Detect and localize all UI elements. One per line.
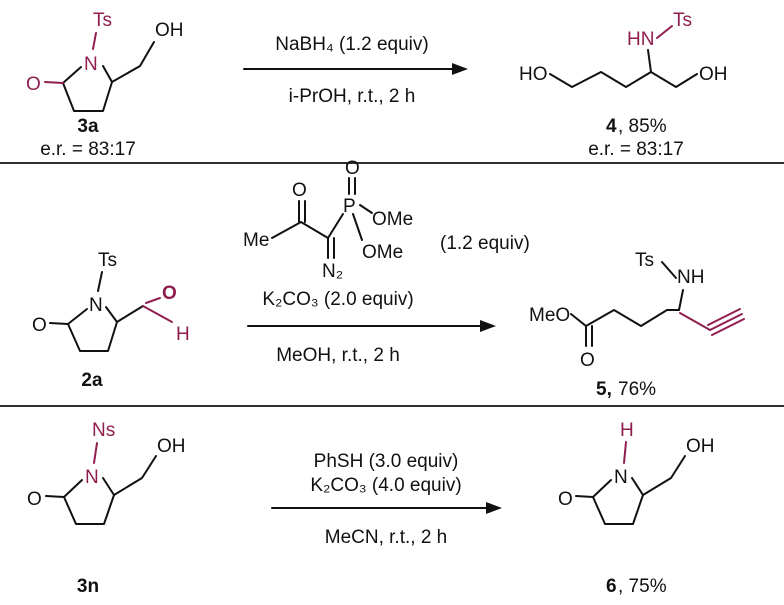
carbonyl-oxygen-2a: O [32,315,47,336]
compound-id-5: 5, [596,379,612,400]
reagent-bestmann-ohira: O Me N₂ P O OMe OMe (1.2 equiv) [243,158,530,282]
carbonyl-oxygen-3n: O [27,489,42,510]
compound-id-6: 6 [606,576,617,597]
condition-1-1: NaBH₄ (1.2 equiv) [275,34,428,55]
phosphorus-label: P [343,196,356,217]
methoxy-label-5: MeO [529,305,570,326]
yield-4: , 85% [618,116,667,137]
hydroxyl-label: OH [155,20,184,41]
hydroxyl-right-label: OH [699,64,728,85]
compound-3n: Ns N O OH 3n [27,420,186,597]
aldehyde-oxygen-label: O [162,283,177,304]
ketone-oxygen-label: O [292,180,307,201]
phosphoryl-oxygen-label: O [345,158,360,179]
yield-6: , 75% [618,576,667,597]
compound-5: Ts NH MeO O 5, 76% [529,250,745,400]
tosyl-label: Ts [93,10,112,31]
methoxy-2-label: OMe [362,242,403,263]
carbonyl-oxygen-6: O [558,489,573,510]
er-3a: e.r. = 83:17 [40,139,136,160]
yield-5: 76% [618,379,656,400]
condition-3-2: K₂CO₃ (4.0 equiv) [310,475,461,496]
methoxy-1-label: OMe [372,209,413,230]
compound-3a: Ts N O OH 3a e.r. = 83:17 [26,10,184,160]
reagent-amount: (1.2 equiv) [440,233,530,254]
hydroxyl-label-6: OH [686,436,715,457]
ester-oxygen-label: O [580,350,595,371]
methyl-label: Me [243,230,269,251]
nh-hydrogen-label: H [620,420,634,441]
nitrogen-label-3n: N [85,467,99,488]
diazo-label: N₂ [322,261,343,282]
compound-id-3a: 3a [77,116,99,137]
tosyl-label-5: Ts [635,250,654,271]
nitrogen-label-2a: N [89,295,103,316]
carbonyl-oxygen-label: O [26,74,41,95]
condition-1-2: i-PrOH, r.t., 2 h [289,86,416,107]
hydroxyl-left-label: HO [519,64,548,85]
condition-3-3: MeCN, r.t., 2 h [325,527,447,548]
hydroxyl-label-3n: OH [157,436,186,457]
amine-label-5: NH [677,267,704,288]
reaction-3-arrow: PhSH (3.0 equiv) K₂CO₃ (4.0 equiv) MeCN,… [271,451,502,548]
compound-id-4: 4 [606,116,617,137]
condition-2-2: MeOH, r.t., 2 h [276,345,400,366]
amine-label: HN [627,29,654,50]
aldehyde-hydrogen-label: H [176,324,190,345]
er-4: e.r. = 83:17 [588,139,684,160]
compound-4: HO HN Ts OH 4 , 85% e.r. = 83:17 [519,10,728,160]
tosyl-label-4: Ts [673,10,692,31]
nosyl-label: Ns [92,420,115,441]
compound-id-2a: 2a [81,370,103,391]
compound-6: H N O OH 6 , 75% [558,420,715,597]
compound-id-3n: 3n [77,576,99,597]
reaction-2-arrow: K₂CO₃ (2.0 equiv) MeOH, r.t., 2 h [247,289,496,366]
tosyl-label-2a: Ts [98,250,117,271]
reaction-1-arrow: NaBH₄ (1.2 equiv) i-PrOH, r.t., 2 h [243,34,468,107]
nitrogen-label-6: N [614,467,628,488]
condition-2-1: K₂CO₃ (2.0 equiv) [262,289,413,310]
nitrogen-label: N [84,54,98,75]
condition-3-1: PhSH (3.0 equiv) [314,451,459,472]
compound-2a: Ts N O O H 2a [32,250,190,391]
